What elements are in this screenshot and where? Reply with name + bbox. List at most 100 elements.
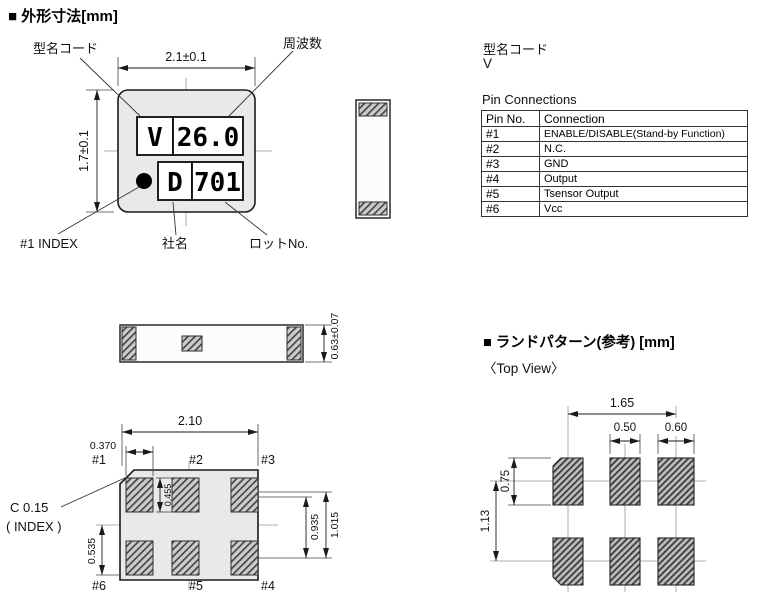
side-body-front [119, 324, 304, 363]
marking-model-code: V [147, 123, 163, 153]
pin-connection: GND [539, 156, 748, 172]
dim-span-a: 0.935 [258, 496, 332, 559]
table-header-row: Pin No. Connection [481, 110, 748, 127]
pin-number: #2 [481, 141, 540, 157]
dim-row-offset: 0.535 [86, 525, 120, 576]
table-row: #4 Output [481, 171, 748, 187]
connection-header: Connection [539, 110, 748, 127]
land-pad-4 [657, 537, 695, 586]
pin-connection: Tsensor Output [539, 186, 748, 202]
dim-land-pitch-label: 1.13 [480, 510, 492, 532]
package-top-view: V 26.0 D 701 2.1±0.1 1.7±0.1 [20, 36, 322, 251]
pin-labels: #1 #2 #3 #6 #5 #4 [92, 453, 275, 592]
pin-label-4: #4 [261, 579, 275, 592]
pin-connection: ENABLE/DISABLE(Stand-by Function) [539, 126, 748, 142]
top-view-subtitle: 〈Top View〉 [483, 361, 565, 376]
front-terminal-right [286, 326, 302, 361]
dim-land-row-pitch: 1.13 [480, 481, 499, 561]
dim-package-width: 2.1±0.1 [117, 50, 256, 86]
dim-pad-height: 0.455 [156, 477, 173, 513]
pin1-index-mark [136, 173, 152, 189]
model-code-value: V [483, 56, 493, 71]
package-bottom-view: 2.10 0.370 0.455 0.535 [6, 414, 341, 592]
dim-land-pad-height: 0.75 [500, 457, 551, 506]
dim-width-label: 2.1±0.1 [165, 50, 207, 64]
dim-row-offset-label: 0.535 [86, 538, 98, 564]
pad-5 [171, 540, 200, 576]
pad-3 [230, 477, 259, 513]
dim-land-mid-label: 0.50 [614, 422, 636, 434]
dim-pad-width-label: 0.370 [90, 440, 116, 452]
chamfer-callout: C 0.15 ( INDEX ) [6, 476, 128, 534]
side-terminal-bottom [358, 201, 388, 216]
label-company: 社名 [162, 236, 188, 251]
chamfer-label: C 0.15 [10, 500, 48, 515]
dim-land-pad-side: 0.60 [657, 422, 695, 454]
dim-land-pad-mid: 0.50 [609, 422, 641, 454]
bottom-outline [119, 469, 259, 581]
pad-4 [230, 540, 259, 576]
marking-company-code: D [167, 168, 183, 198]
table-row: #2 N.C. [481, 141, 748, 157]
package-side-view-front: 0.63±0.07 [119, 313, 341, 363]
dim-land-span: 1.65 [568, 396, 676, 417]
pin-connections-title: Pin Connections [482, 92, 577, 107]
dim-thickness-label: 0.63±0.07 [329, 313, 341, 360]
pin-number: #6 [481, 201, 540, 217]
dim-land-side-label: 0.60 [665, 422, 687, 434]
side-terminal-top [358, 102, 388, 117]
package-side-view-right [355, 99, 391, 219]
dim-land-span-label: 1.65 [610, 396, 634, 410]
land-pad-6 [552, 537, 584, 586]
table-row: #3 GND [481, 156, 748, 172]
land-pad-3 [657, 457, 695, 506]
dim-span-b-label: 1.015 [329, 512, 341, 538]
pin-connection: Vcc [539, 201, 748, 217]
dim-height-label: 1.7±0.1 [77, 130, 91, 172]
pin-number: #3 [481, 156, 540, 172]
dim-pad-width: 0.370 [90, 440, 154, 476]
land-pattern-view: 1.65 0.50 0.60 0.75 1. [480, 396, 706, 592]
pin-label-5: #5 [189, 579, 203, 592]
pad-6 [125, 540, 154, 576]
front-terminal-center [181, 335, 203, 352]
pin-label-6: #6 [92, 579, 106, 592]
pin-label-2: #2 [189, 453, 203, 467]
pin-connection: N.C. [539, 141, 748, 157]
pin-number: #5 [481, 186, 540, 202]
land-pattern-section-title: ■ ランドパターン(参考) [mm] [483, 335, 675, 351]
table-row: #6 Vcc [481, 201, 748, 217]
table-row: #1 ENABLE/DISABLE(Stand-by Function) [481, 126, 748, 142]
pin-connections-table: Pin No. Connection #1 ENABLE/DISABLE(Sta… [481, 110, 748, 217]
dim-land-height-label: 0.75 [500, 470, 512, 492]
pad-1 [125, 477, 154, 513]
marking-box-company [157, 161, 193, 201]
side-body [355, 99, 391, 219]
marking-callouts: 型名コード 周波数 #1 INDEX 社名 ロットNo. [20, 36, 322, 251]
dim-thickness: 0.63±0.07 [305, 313, 341, 363]
label-pin1-index: #1 INDEX [20, 236, 78, 251]
dim-package-height: 1.7±0.1 [77, 89, 114, 213]
pad-2 [171, 477, 200, 513]
marking-frequency: 26.0 [177, 123, 240, 153]
dim-span-a-label: 0.935 [309, 514, 321, 540]
label-lot-no: ロットNo. [249, 236, 308, 251]
pin-label-3: #3 [261, 453, 275, 467]
marking-lot-no: 701 [194, 168, 241, 198]
dim-bottom-width: 2.10 [121, 414, 259, 466]
land-pad-1 [552, 457, 584, 506]
pin-connection: Output [539, 171, 748, 187]
pin-no-header: Pin No. [481, 110, 540, 127]
pin-number: #4 [481, 171, 540, 187]
dim-pad-height-label: 0.455 [163, 484, 173, 507]
callout-model-code: 型名コード [33, 41, 98, 56]
marking-box-frequency [172, 116, 244, 156]
chamfer-index-label: ( INDEX ) [6, 519, 62, 534]
pin-label-1: #1 [92, 453, 106, 467]
land-pad-2 [609, 457, 641, 506]
table-row: #5 Tsensor Output [481, 186, 748, 202]
callout-frequency: 周波数 [283, 36, 322, 51]
dim-bottom-width-label: 2.10 [178, 414, 202, 428]
